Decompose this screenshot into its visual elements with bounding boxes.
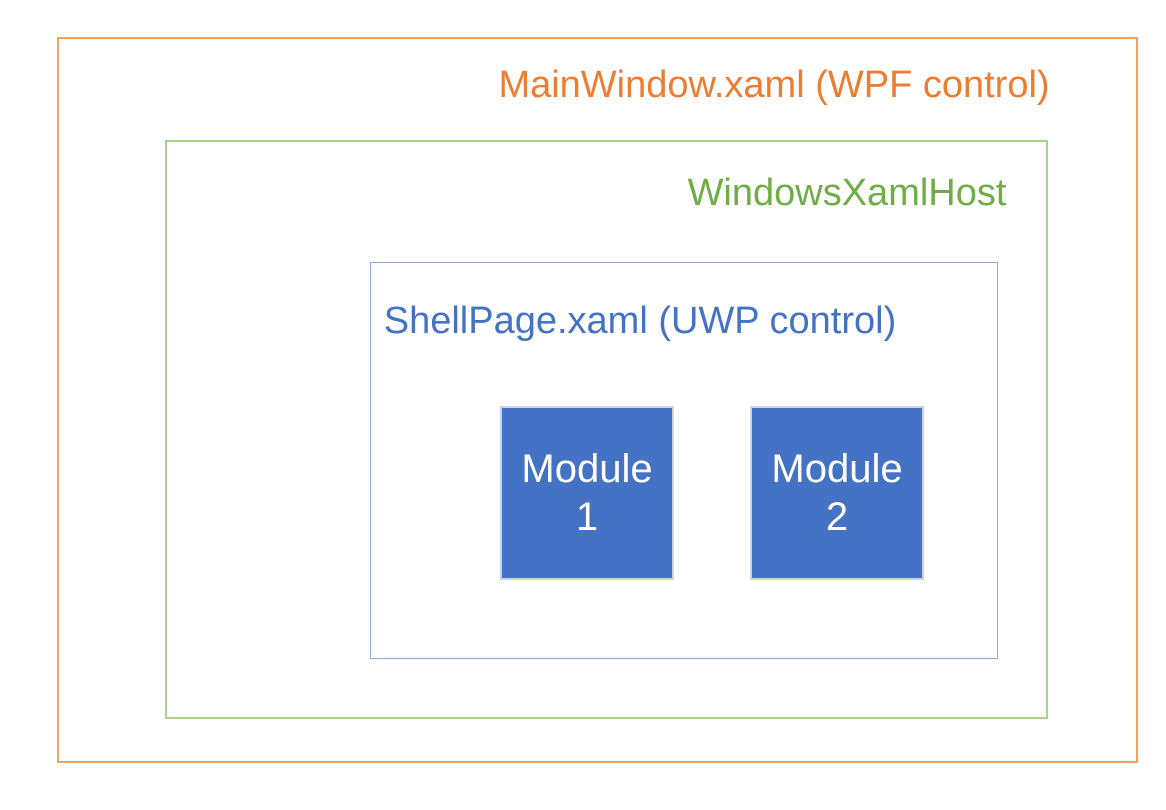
module-2-box: Module 2 (750, 406, 924, 580)
shellpage-uwp-box (370, 262, 998, 659)
shellpage-uwp-label: ShellPage.xaml (UWP control) (383, 300, 897, 342)
module-1-label-line1: Module (521, 447, 653, 491)
module-2-label-line2: 2 (825, 495, 849, 539)
mainwindow-wpf-label: MainWindow.xaml (WPF control) (498, 64, 1050, 106)
mainwindow-wpf-box (57, 37, 1138, 763)
module-1-box: Module 1 (500, 406, 674, 580)
windowsxamlhost-label: WindowsXamlHost (687, 172, 1007, 214)
module-2-label-line1: Module (771, 447, 903, 491)
windowsxamlhost-box (165, 140, 1048, 719)
module-1-label-line2: 1 (575, 495, 599, 539)
